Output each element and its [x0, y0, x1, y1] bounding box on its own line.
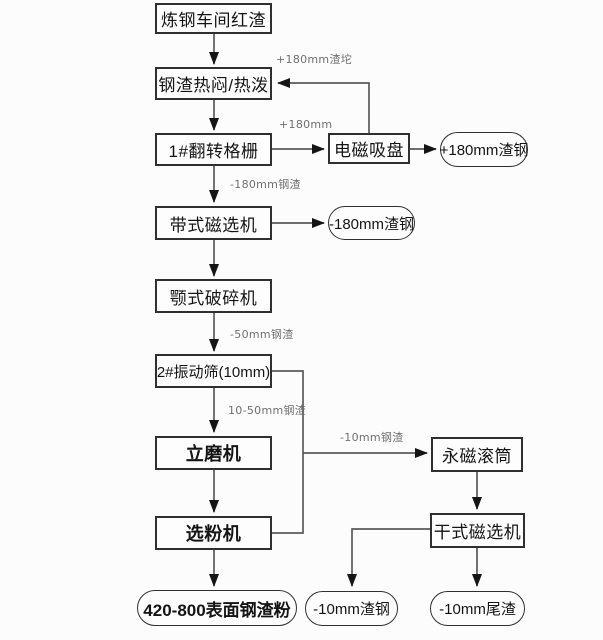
edge-label-plus180: +180mm — [279, 118, 333, 131]
edge-label-plus180-lump: +180mm渣坨 — [276, 53, 353, 66]
node-minus10-slag-steel: -10mm渣钢 — [305, 591, 398, 626]
node-vibrating-screen-2: 2#振动筛(10mm) — [155, 354, 272, 388]
node-electromagnetic-chuck: 电磁吸盘 — [328, 133, 410, 164]
edge-drysep-minus10steel — [347, 528, 430, 587]
node-permanent-magnet-drum: 永磁滚筒 — [431, 437, 523, 472]
edge-chuck-hotstew-feedback — [277, 78, 370, 133]
edge-label-10-50-slag: 10-50mm钢渣 — [228, 404, 307, 417]
node-dry-magnetic-separator: 干式磁选机 — [430, 513, 525, 548]
node-product-slag-powder: 420-800表面钢渣粉 — [137, 590, 297, 626]
node-vertical-mill: 立磨机 — [155, 436, 272, 470]
node-minus10-tailings: -10mm尾渣 — [430, 591, 525, 626]
node-jaw-crusher: 颚式破碎机 — [155, 279, 272, 313]
edge-label-minus180-slag: -180mm钢渣 — [230, 178, 301, 191]
node-belt-magnetic-separator: 带式磁选机 — [155, 206, 272, 240]
edge-bus-screen2-powder — [272, 370, 304, 534]
node-powder-separator: 选粉机 — [155, 516, 272, 550]
node-flip-grid-1: 1#翻转格栅 — [155, 133, 272, 166]
node-red-slag: 炼钢车间红渣 — [155, 3, 272, 34]
node-hot-stew: 钢渣热闷/热泼 — [155, 67, 272, 100]
edge-label-minus50-slag: -50mm钢渣 — [230, 328, 294, 341]
node-minus180-slag-steel: -180mm渣钢 — [328, 206, 415, 240]
node-plus180-slag-steel: +180mm渣钢 — [440, 132, 528, 167]
edge-label-minus10-slag: -10mm钢渣 — [340, 431, 404, 444]
